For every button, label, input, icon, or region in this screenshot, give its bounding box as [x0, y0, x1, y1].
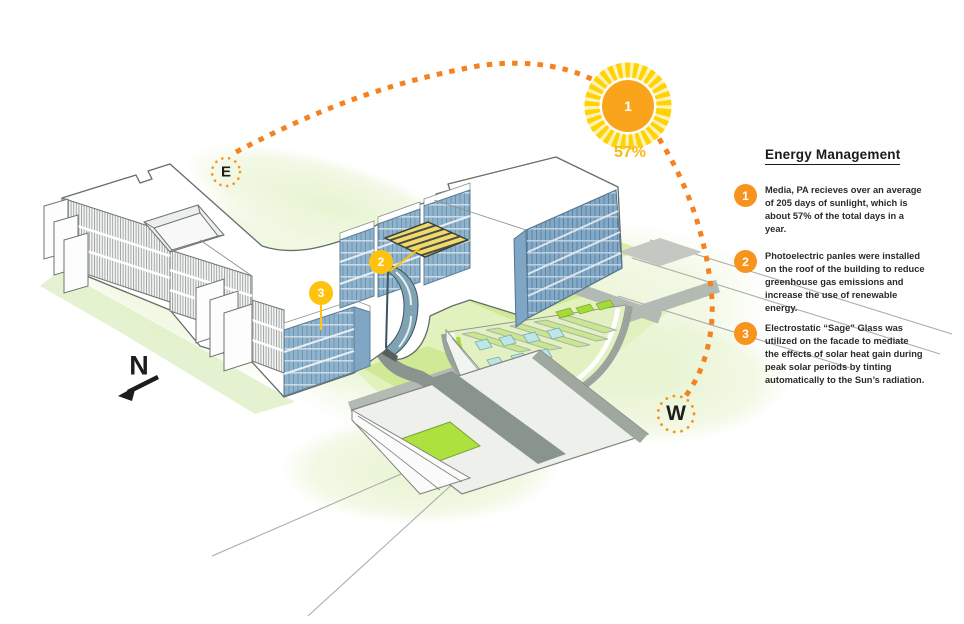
panel-item-photoelectric: 2 Photoelectric panles were installed on… [734, 250, 934, 315]
glass-facade-southeast [513, 189, 623, 328]
panel-item-2-text: Photoelectric panles were installed on t… [765, 251, 925, 313]
panel-item-3-badge: 3 [734, 322, 757, 345]
callout-marker-sage-glass-number: 3 [317, 286, 325, 300]
panel-item-3-text: Electrostatic “Sage” Glass was utilized … [765, 323, 925, 385]
callout-marker-solar-panels-number: 2 [377, 255, 385, 269]
north-arrow [118, 374, 160, 401]
panel-item-sage-glass: 3 Electrostatic “Sage” Glass was utilize… [734, 322, 934, 387]
panel-item-sunlight: 1 Media, PA recieves over an average of … [734, 184, 934, 236]
panel-item-2-badge: 2 [734, 250, 757, 273]
east-dotted-circle [210, 156, 242, 188]
callout-marker-solar-panels: 2 [369, 250, 393, 274]
sun-icon [584, 62, 672, 150]
callout-marker-sage-glass: 3 [309, 281, 333, 305]
sage-glass-facade [283, 299, 371, 397]
plaza [350, 349, 650, 495]
sun-marker-number: 1 [624, 98, 632, 114]
panel-item-1-badge: 1 [734, 184, 757, 207]
compass-east-label: E [220, 163, 232, 181]
energy-management-panel: Energy Management 1 Media, PA recieves o… [734, 146, 934, 385]
sun-arc-east [234, 60, 606, 155]
sunlight-percentage: 57% [613, 144, 647, 161]
compass-west-label: W [666, 402, 686, 425]
compass-north-label: N [129, 350, 149, 381]
leader-line-solar [389, 247, 421, 272]
panel-heading: Energy Management [765, 147, 901, 165]
sun-arc-west [649, 126, 715, 400]
roof-edges [199, 199, 527, 277]
west-dotted-circle [656, 394, 696, 434]
atrium-curved-glass [382, 265, 419, 362]
roof-courtyard [143, 204, 225, 253]
stair-towers [43, 198, 253, 372]
panel-item-1-text: Media, PA recieves over an average of 20… [765, 185, 922, 234]
sun-path [234, 60, 715, 400]
building [43, 156, 623, 398]
solar-panel-array [383, 221, 470, 258]
